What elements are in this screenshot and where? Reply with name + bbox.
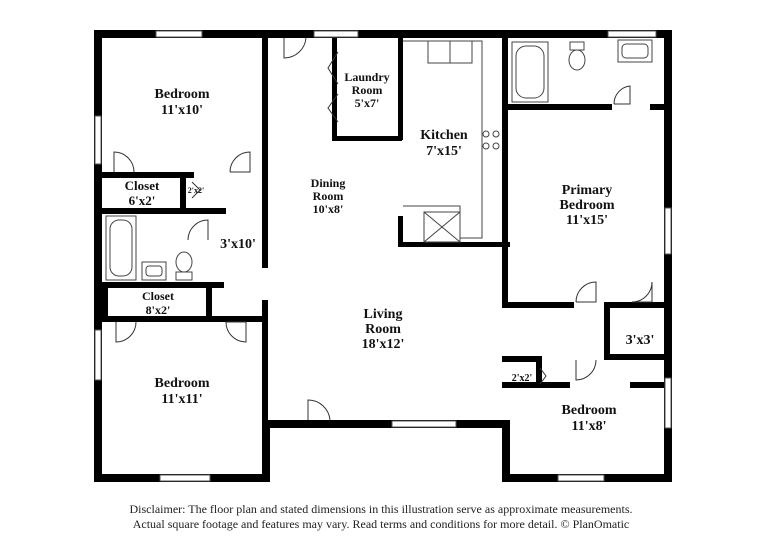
hall-toilet-icon <box>175 271 193 281</box>
living-dims: 18'x12' <box>362 337 405 352</box>
bedroom-bottom-left-name: Bedroom <box>155 376 210 391</box>
closet-mid-name: Closet <box>142 289 174 303</box>
laundry-name-line1: Laundry <box>344 70 389 84</box>
living-name-line2: Room <box>365 322 401 337</box>
bedroom-bottom-left-dims: 11'x11' <box>161 392 202 407</box>
closet-top-name: Closet <box>125 178 160 193</box>
primary-bedroom-name-line2: Bedroom <box>560 198 615 213</box>
bedroom-top-left-name: Bedroom <box>155 87 210 102</box>
primary-bedroom-name-line1: Primary <box>562 183 613 198</box>
dining-name-line2: Room <box>313 189 344 203</box>
small-closet-right-dims: 2'x2' <box>512 373 533 384</box>
primary-closet-dims: 3'x3' <box>626 333 655 348</box>
small-closet-left-dims: 2'x2' <box>188 186 204 195</box>
disclaimer-line1: Disclaimer: The floor plan and stated di… <box>129 502 633 516</box>
fixtures <box>105 39 653 281</box>
interior-walls <box>94 38 672 420</box>
closet-mid-dims: 8'x2' <box>146 303 171 317</box>
windows <box>94 30 672 482</box>
bedroom-bottom-right-name: Bedroom <box>562 403 617 418</box>
bedroom-top-left-dims: 11'x10' <box>161 103 203 118</box>
toilet-icon <box>569 41 585 51</box>
dining-name-line1: Dining <box>311 176 346 190</box>
door-swings <box>113 37 653 421</box>
living-name-line1: Living <box>364 307 403 322</box>
primary-bedroom-dims: 11'x15' <box>566 213 608 228</box>
hall-bath-dims: 3'x10' <box>220 237 256 252</box>
disclaimer-line2: Actual square footage and features may v… <box>132 517 630 531</box>
laundry-dims: 5'x7' <box>355 96 380 110</box>
room-labels: Bedroom 11'x10' Closet 6'x2' 2'x2' 3'x10… <box>125 70 655 434</box>
dining-dims: 10'x8' <box>313 202 344 216</box>
kitchen-dims: 7'x15' <box>426 144 462 159</box>
stove-burner-icon <box>482 130 490 138</box>
bedroom-bottom-right-dims: 11'x8' <box>571 419 606 434</box>
laundry-name-line2: Room <box>352 83 383 97</box>
closet-top-dims: 6'x2' <box>129 193 156 208</box>
kitchen-name: Kitchen <box>420 128 468 143</box>
